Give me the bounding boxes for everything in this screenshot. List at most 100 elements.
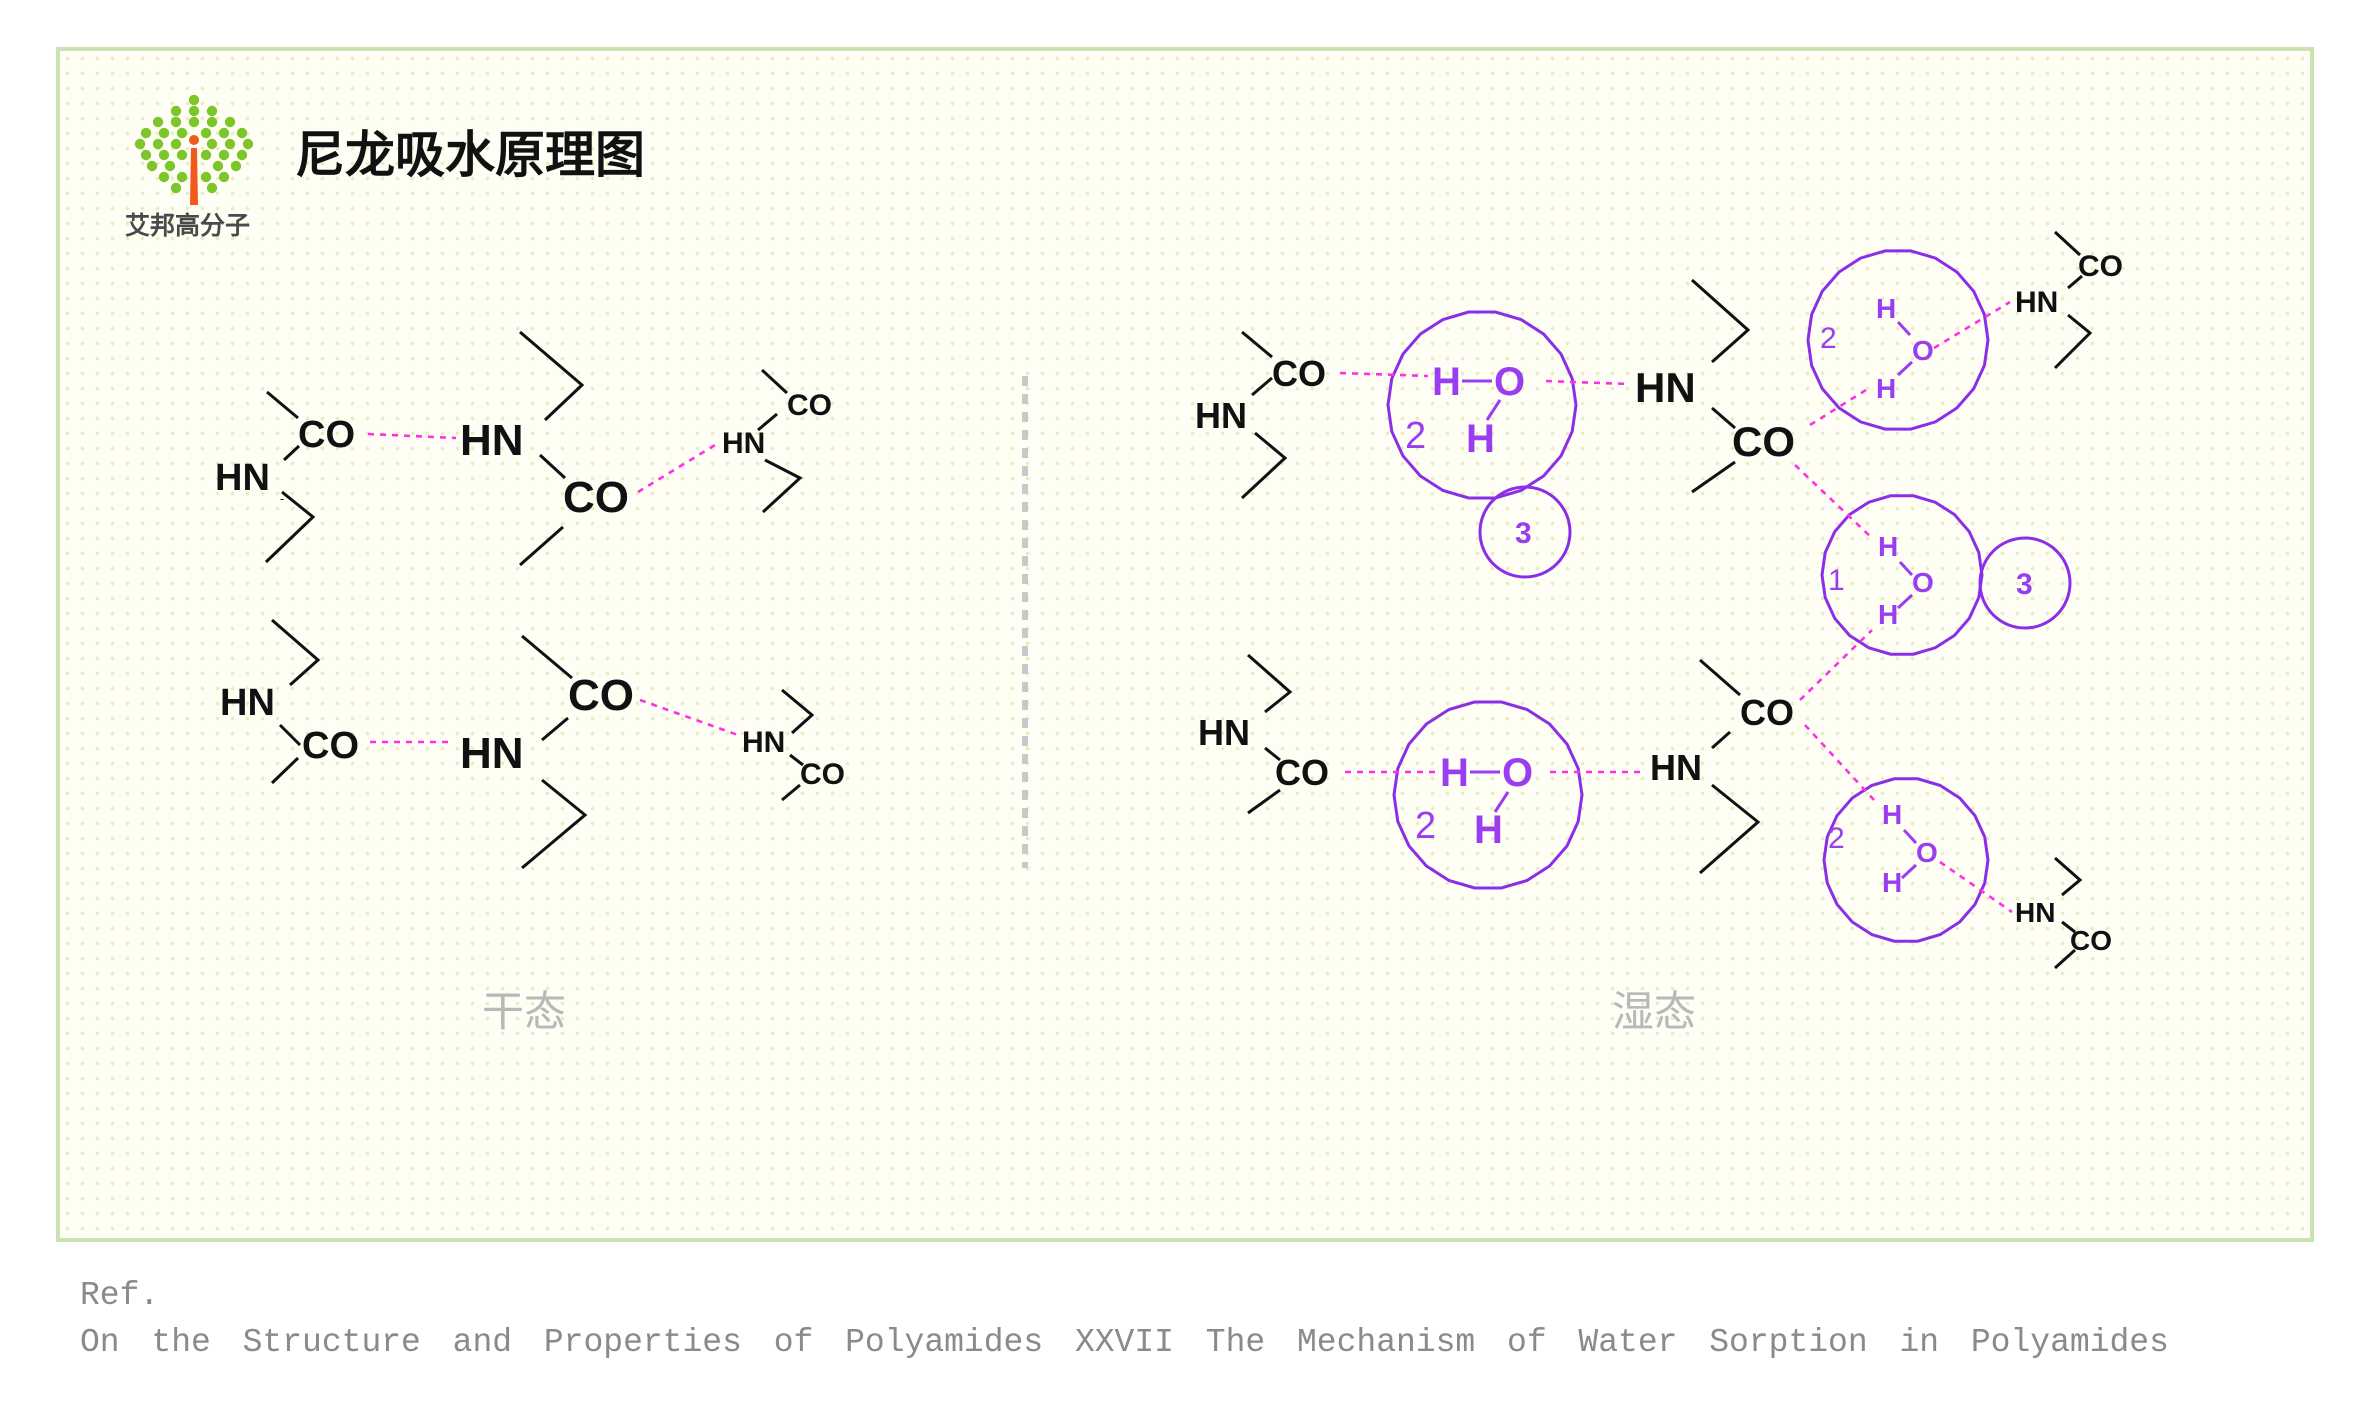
co-label: CO [563,473,629,522]
logo-dot [212,160,224,172]
hydrogen-bond [637,443,716,494]
co-label: CO [1740,692,1794,733]
co-label: CO [1272,353,1326,394]
logo-dot [224,138,236,150]
co-label: CO [1732,418,1795,465]
hn-label: HN [215,457,270,499]
logo-dot [158,149,170,161]
logo-dot [236,149,248,161]
water-o-label: O [1912,335,1934,366]
co-label: CO [2078,250,2123,283]
hn-label: HN [220,682,275,724]
water-h-label: H [1878,531,1898,562]
logo-dot [230,160,242,172]
ring-number-1: 1 [1828,564,1845,597]
hydrogen-bond [1939,860,2013,914]
co-label: CO [302,725,359,767]
small-ring-3 [1478,485,1572,579]
water-h-label: H [1882,867,1902,898]
water-cluster-ring [1822,777,1990,943]
logo-dot [170,116,182,128]
ring-number-3: 3 [2016,568,2033,601]
logo-dot [200,127,212,139]
logo-dot [176,149,188,161]
logo-dot [152,138,164,150]
co-label: CO [787,389,832,422]
hydrogen-bond [1804,724,1875,801]
reference: Ref.On the Structure and Properties of P… [80,1272,2340,1366]
logo-dot [158,127,170,139]
co-label: CO [1275,752,1329,793]
hydrogen-bond [1933,300,2011,350]
logo-dot [170,182,182,194]
water-h-label: H [1432,360,1461,404]
ring-number-2: 2 [1828,822,1845,855]
hn-label: HN [1650,747,1702,788]
logo-dot [206,105,218,117]
state-label-dry: 干态 [482,987,566,1036]
logo-dot [170,105,182,117]
brand-logo-icon [134,94,254,194]
logo-dot [170,138,182,150]
ring-number-2: 2 [1820,322,1837,355]
hn-label: HN [722,427,765,460]
hydrogen-bond [1799,629,1873,701]
hydrogen-bond [1339,371,1429,378]
water-h-label: H [1876,373,1896,404]
logo-dot [176,127,188,139]
logo-dot [188,105,200,117]
logo-dot [206,182,218,194]
reference-text: On the Structure and Properties of Polya… [80,1324,2169,1361]
logo-dot [140,149,152,161]
logo-dot [176,171,188,183]
wet-state-structure: CO HN HN CO CO HN HN CO CO HN HN CO [1195,230,2123,970]
hn-label: HN [2015,897,2055,928]
water-cluster-ring [1392,700,1584,890]
hn-label: HN [2015,286,2058,319]
logo-dot [158,171,170,183]
ring-number-2: 2 [1415,805,1436,847]
water-h-label: H [1466,417,1495,461]
ring-number-3: 3 [1515,517,1532,550]
water-cluster-ring [1386,310,1578,500]
page-title: 尼龙吸水原理图 [295,125,645,184]
logo-dot [206,138,218,150]
brand-name: 艾邦高分子 [125,211,250,240]
co-label: CO [568,671,634,720]
logo-dot [200,149,212,161]
hn-label: HN [1198,712,1250,753]
water-o-label: O [1912,567,1934,598]
logo-dot [188,116,200,128]
logo-dot [200,171,212,183]
hydrogen-bond [1794,464,1873,539]
logo-dot [218,149,230,161]
water-h-label: H [1474,808,1503,852]
hn-label: HN [460,416,524,465]
water-h-label: H [1878,599,1898,630]
co-label: CO [800,758,845,791]
hn-label: HN [460,729,524,778]
logo-dot [206,116,218,128]
water-cluster-ring [1820,494,1984,656]
state-label-wet: 湿态 [1612,987,1696,1036]
logo-dot [152,116,164,128]
logo-dot [188,94,200,106]
water-o-label: O [1494,360,1525,404]
small-ring-3 [1978,536,2072,630]
logo-dot [224,116,236,128]
co-label: CO [298,414,355,456]
logo-dot [242,138,254,150]
water-cluster-ring [1806,249,1990,431]
logo-dot [236,127,248,139]
logo-dot [134,138,146,150]
logo-dot [218,171,230,183]
logo-dot [140,127,152,139]
hydrogen-bond [639,698,739,737]
water-o-label: O [1502,751,1533,795]
logo-trunk [190,148,198,205]
logo-dot [218,127,230,139]
logo-dot [146,160,158,172]
logo-dot [164,160,176,172]
hn-label: HN [1195,395,1247,436]
